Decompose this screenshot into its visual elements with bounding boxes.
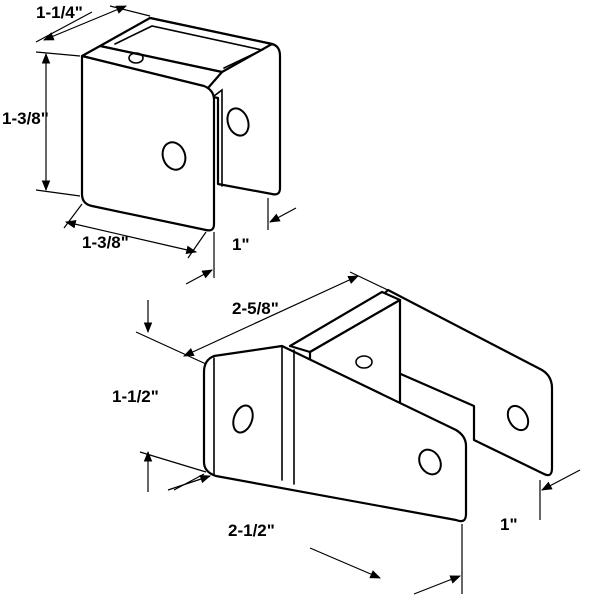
top-bracket-front-face [80, 54, 216, 232]
bottom-bracket-front-hole-right [418, 448, 442, 476]
top-thickness-label: 1" [232, 235, 250, 254]
top-depth-label: 1-3/8" [82, 233, 129, 252]
top-bracket-dimensions [35, 5, 297, 285]
bottom-thickness-label: 1" [500, 515, 518, 534]
bottom-height-label: 1-1/2" [112, 387, 159, 406]
top-u-bracket [80, 16, 282, 232]
bottom-bracket-back-hole [506, 404, 530, 432]
bottom-bracket-dimensions [135, 271, 581, 595]
bottom-depth-label: 2-1/2" [228, 521, 275, 540]
bottom-bracket-front-face [202, 344, 468, 523]
top-bracket-front-hole [161, 141, 187, 171]
top-height-label: 1-3/8" [2, 109, 49, 128]
bottom-t-bracket [202, 288, 554, 523]
bottom-length-label: 2-5/8" [232, 299, 279, 318]
bottom-bracket-front-hole-left [232, 404, 254, 434]
top-bracket-back-hole [226, 107, 250, 137]
top-width-label: 1-1/4" [36, 3, 83, 22]
